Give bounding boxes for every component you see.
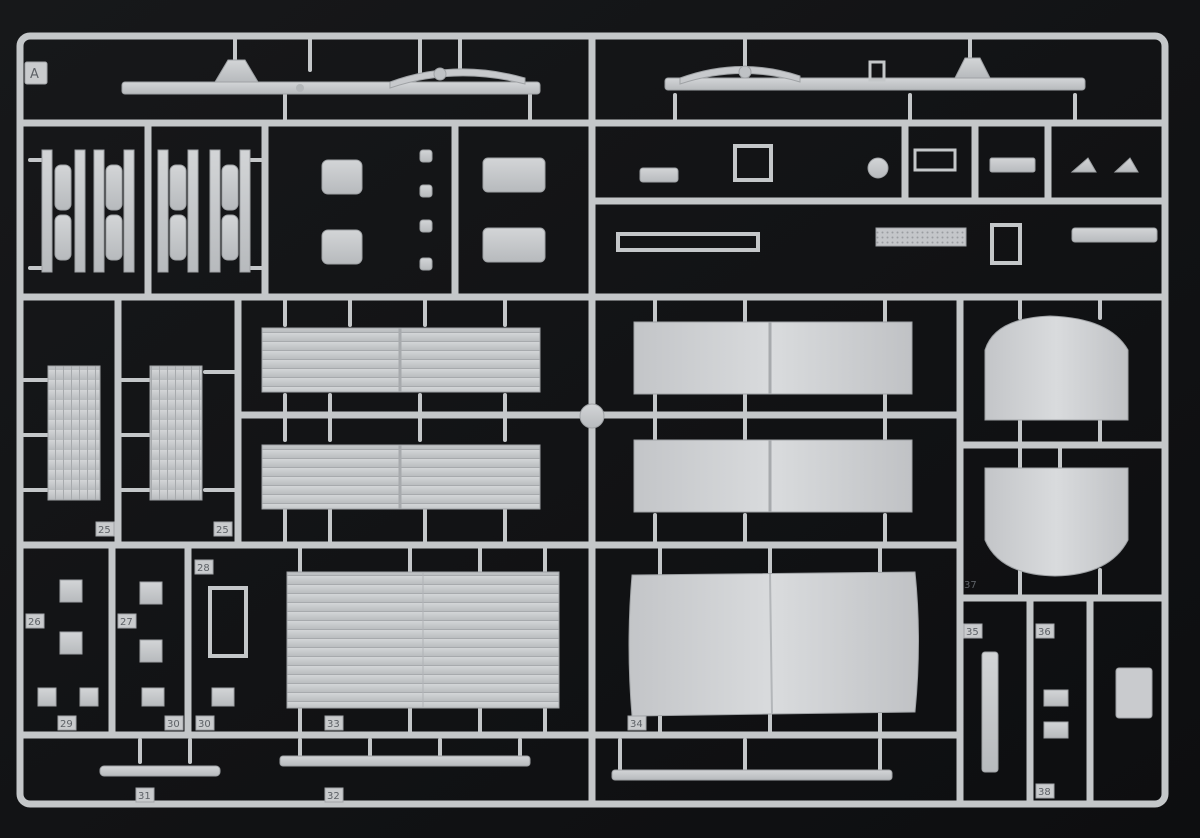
cab-cover-parts [984,315,1129,577]
part-number: 25 [216,525,229,536]
part-number: 28 [197,563,210,574]
part-number: 27 [120,617,133,628]
sprue-frame [16,32,1169,808]
small-detail-parts [616,144,1158,265]
sprue-hub [579,403,605,429]
sprue-letter: A [30,67,39,82]
part-number: 26 [28,617,41,628]
part-number: 34 [630,719,643,730]
part-number: 32 [327,791,340,802]
part-number: 33 [327,719,340,730]
part-number: 25 [98,525,111,536]
cargo-tarp-roof [628,571,919,717]
part-number: 29 [60,719,73,730]
leaf-spring-parts [41,149,251,273]
side-board-parts [47,321,913,513]
front-axle-part [121,59,541,95]
part-number: 30 [167,719,180,730]
part-number: 37 [964,580,977,591]
part-number-tabs [24,61,1055,803]
cargo-bed-floor [286,571,560,709]
part-number: 30 [198,719,211,730]
small-bracket-parts [37,579,1153,781]
part-number: 31 [138,791,151,802]
rear-axle-part [664,57,1086,91]
part-number: 36 [1038,627,1051,638]
part-number: 35 [966,627,979,638]
fender-parts [321,149,546,271]
part-number: 38 [1038,787,1051,798]
